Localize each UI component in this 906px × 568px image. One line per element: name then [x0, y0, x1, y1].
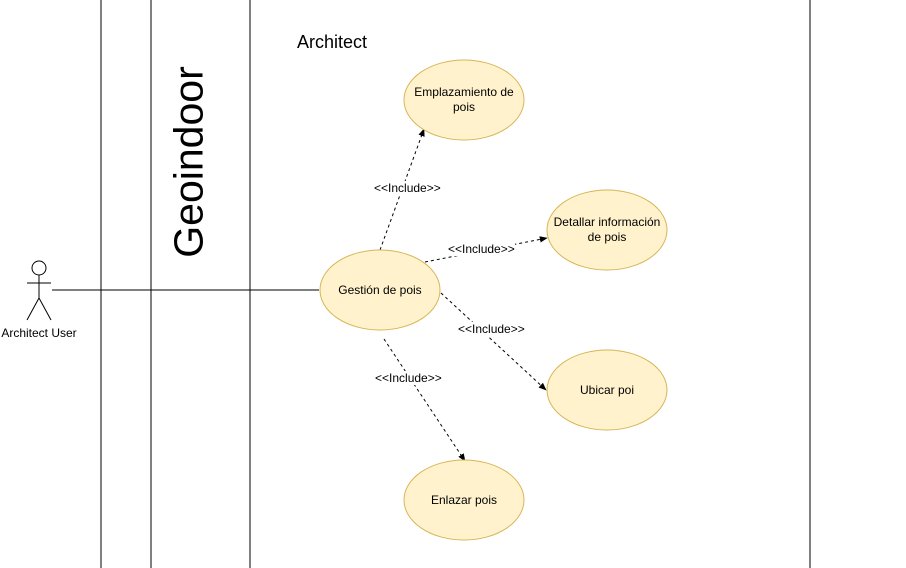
use-case-emplazamiento-label: Emplazamiento de pois [414, 85, 514, 114]
include-label-ubicar: <<Include>> [458, 322, 525, 336]
system-title: Architect [297, 32, 368, 52]
use-case-main-label: Gestión de pois [338, 282, 422, 297]
include-label-emplazamiento: <<Include>> [374, 181, 441, 195]
use-case-ubicar-label: Ubicar poi [579, 382, 635, 397]
actor-figure [26, 260, 52, 321]
include-arrow-enlazar [383, 338, 466, 462]
use-case-detallar-label: Detallar información de pois [553, 215, 661, 244]
use-case-detallar-shape[interactable] [546, 189, 668, 271]
use-case-enlazar-shape[interactable] [403, 459, 525, 541]
include-arrow-ubicar [440, 292, 547, 391]
include-label-enlazar: <<Include>> [375, 371, 442, 385]
use-case-ubicar-shape[interactable] [546, 349, 668, 431]
use-case-emplazamiento-shape[interactable] [403, 59, 525, 141]
use-case-enlazar-label: Enlazar pois [430, 492, 498, 507]
include-label-detallar: <<Include>> [448, 242, 515, 256]
actor-label: Architect User [1, 326, 77, 340]
use-case-main-shape[interactable] [319, 249, 441, 331]
vertical-title: Geoindoor [165, 66, 212, 258]
